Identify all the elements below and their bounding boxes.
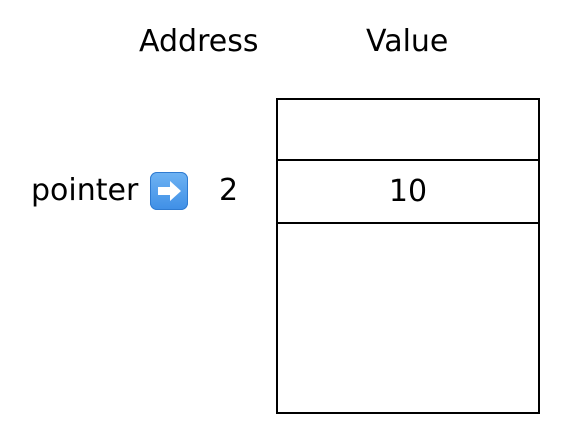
- right-arrow-icon: [150, 172, 188, 210]
- memory-cell-empty-top: [278, 100, 538, 161]
- value-header: Value: [366, 24, 449, 59]
- pointer-address: 2: [219, 173, 239, 208]
- memory-cell-empty-bottom: [278, 224, 538, 412]
- memory-table: 10: [276, 98, 540, 414]
- address-header: Address: [139, 24, 259, 59]
- memory-cell-value: 10: [278, 161, 538, 224]
- pointer-label: pointer: [31, 173, 139, 208]
